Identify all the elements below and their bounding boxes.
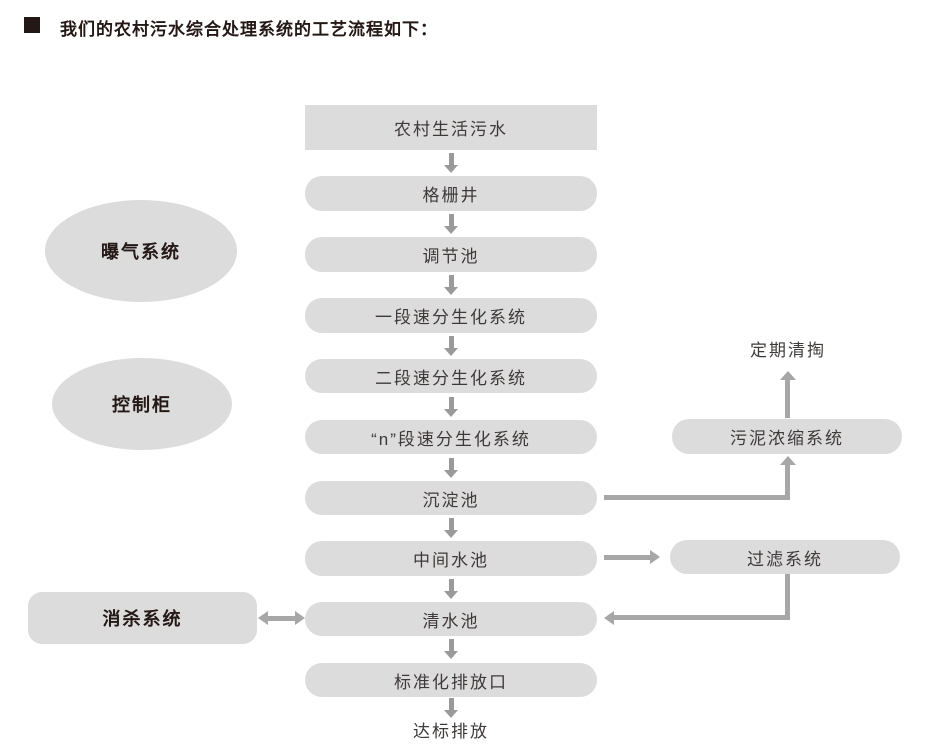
flow-box-stage1-bio-system: 一段速分生化系统 — [305, 298, 597, 333]
connector-line — [604, 555, 650, 560]
arrow-down-icon — [444, 214, 458, 234]
arrow-down-icon — [444, 698, 458, 718]
arrow-right-icon — [650, 550, 660, 564]
box-disinfection-system: 消杀系统 — [28, 592, 257, 644]
arrow-down-icon — [444, 458, 458, 478]
arrow-down-icon — [444, 275, 458, 295]
flow-box-grille-well: 格栅井 — [305, 176, 597, 211]
ellipse-aeration-system: 曝气系统 — [45, 200, 237, 302]
box-filter-system: 过滤系统 — [670, 540, 900, 574]
flow-box-standard-outlet: 标准化排放口 — [305, 663, 597, 697]
arrow-down-icon — [444, 153, 458, 173]
connector-line — [785, 464, 790, 495]
flow-box-stageN-bio-system: “n”段速分生化系统 — [305, 420, 597, 454]
label-compliant-discharge: 达标排放 — [413, 722, 489, 741]
connector-line — [614, 615, 790, 620]
flow-box-clean-water-tank: 清水池 — [305, 602, 597, 636]
arrow-down-icon — [444, 579, 458, 599]
arrow-down-icon — [444, 639, 458, 659]
page-title: 我们的农村污水综合处理系统的工艺流程如下： — [60, 20, 438, 39]
flow-box-intermediate-tank: 中间水池 — [305, 541, 597, 576]
arrow-left-icon — [604, 611, 614, 625]
arrow-down-icon — [444, 397, 458, 417]
connector-line — [785, 379, 790, 418]
connector-line — [604, 495, 790, 500]
connector-line — [785, 574, 790, 618]
flow-box-stage2-bio-system: 二段速分生化系统 — [305, 359, 597, 393]
label-periodic-cleaning: 定期清掏 — [750, 341, 826, 360]
ellipse-control-cabinet: 控制柜 — [52, 358, 232, 450]
title-bullet-square — [24, 17, 40, 33]
flow-box-sedimentation-tank: 沉淀池 — [305, 481, 597, 515]
box-sludge-thickening-system: 污泥浓缩系统 — [672, 419, 902, 454]
flow-box-rural-sewage: 农村生活污水 — [305, 105, 597, 150]
arrow-down-icon — [444, 518, 458, 538]
flow-box-regulating-tank: 调节池 — [305, 237, 597, 272]
arrow-up-icon — [780, 456, 796, 465]
arrow-down-icon — [444, 336, 458, 356]
arrow-up-icon — [780, 371, 796, 380]
arrow-double-horizontal-icon — [258, 611, 305, 625]
